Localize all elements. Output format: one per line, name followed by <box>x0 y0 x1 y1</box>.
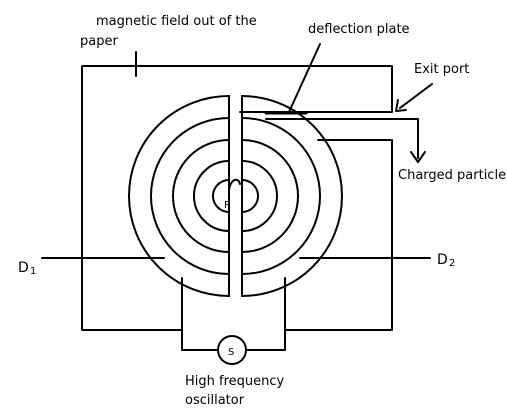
charged-particle-path <box>265 118 419 159</box>
oscillator-label-line2: oscillator <box>185 393 245 408</box>
svg-text:D: D <box>437 252 448 268</box>
arrow-icon <box>395 99 407 112</box>
magnetic-field-box <box>81 51 393 331</box>
svg-text:1: 1 <box>30 266 36 277</box>
source-symbol: S <box>228 347 234 358</box>
arrow-down-icon <box>410 151 426 163</box>
exit-port-label: Exit port <box>414 62 469 77</box>
oscillator-circuit <box>181 277 286 365</box>
d1-label: D 1 <box>18 260 36 277</box>
source-icon <box>217 335 247 365</box>
deflection-plate-pointer <box>288 43 321 113</box>
deflection-plate-label: deflection plate <box>308 22 410 37</box>
point-p-label: P <box>224 200 230 211</box>
svg-text:2: 2 <box>449 258 455 269</box>
spiral-start <box>228 178 241 191</box>
oscillator-label-line1: High frequency <box>185 374 285 389</box>
magnetic-field-label-line2: paper <box>80 34 118 49</box>
exit-port-pointer <box>399 83 433 109</box>
charged-particle-label: Charged particle <box>398 168 506 183</box>
svg-text:D: D <box>18 260 29 276</box>
magnetic-field-label-line1: magnetic field out of the <box>96 14 257 29</box>
d2-label: D 2 <box>437 252 455 269</box>
